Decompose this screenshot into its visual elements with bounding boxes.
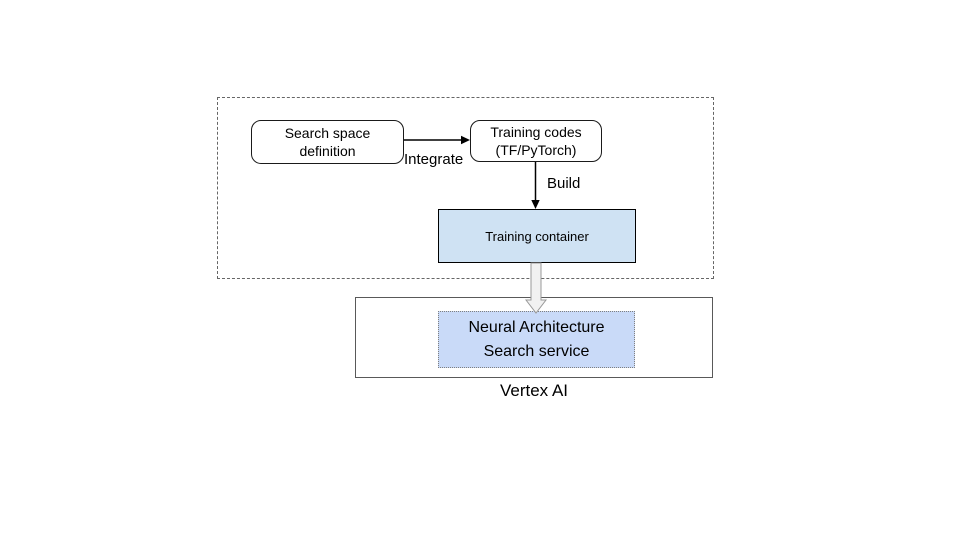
vertex-ai-group-label: Vertex AI <box>499 381 569 400</box>
build-edge-label: Build <box>547 175 581 192</box>
search-space-definition-node: Search space definition <box>251 120 404 164</box>
dashed-group-container <box>217 97 714 279</box>
integrate-edge-label: Integrate <box>404 151 464 168</box>
training-container-node: Training container <box>438 209 636 263</box>
neural-architecture-search-service-node: Neural Architecture Search service <box>438 311 635 368</box>
training-codes-node: Training codes (TF/PyTorch) <box>470 120 602 162</box>
